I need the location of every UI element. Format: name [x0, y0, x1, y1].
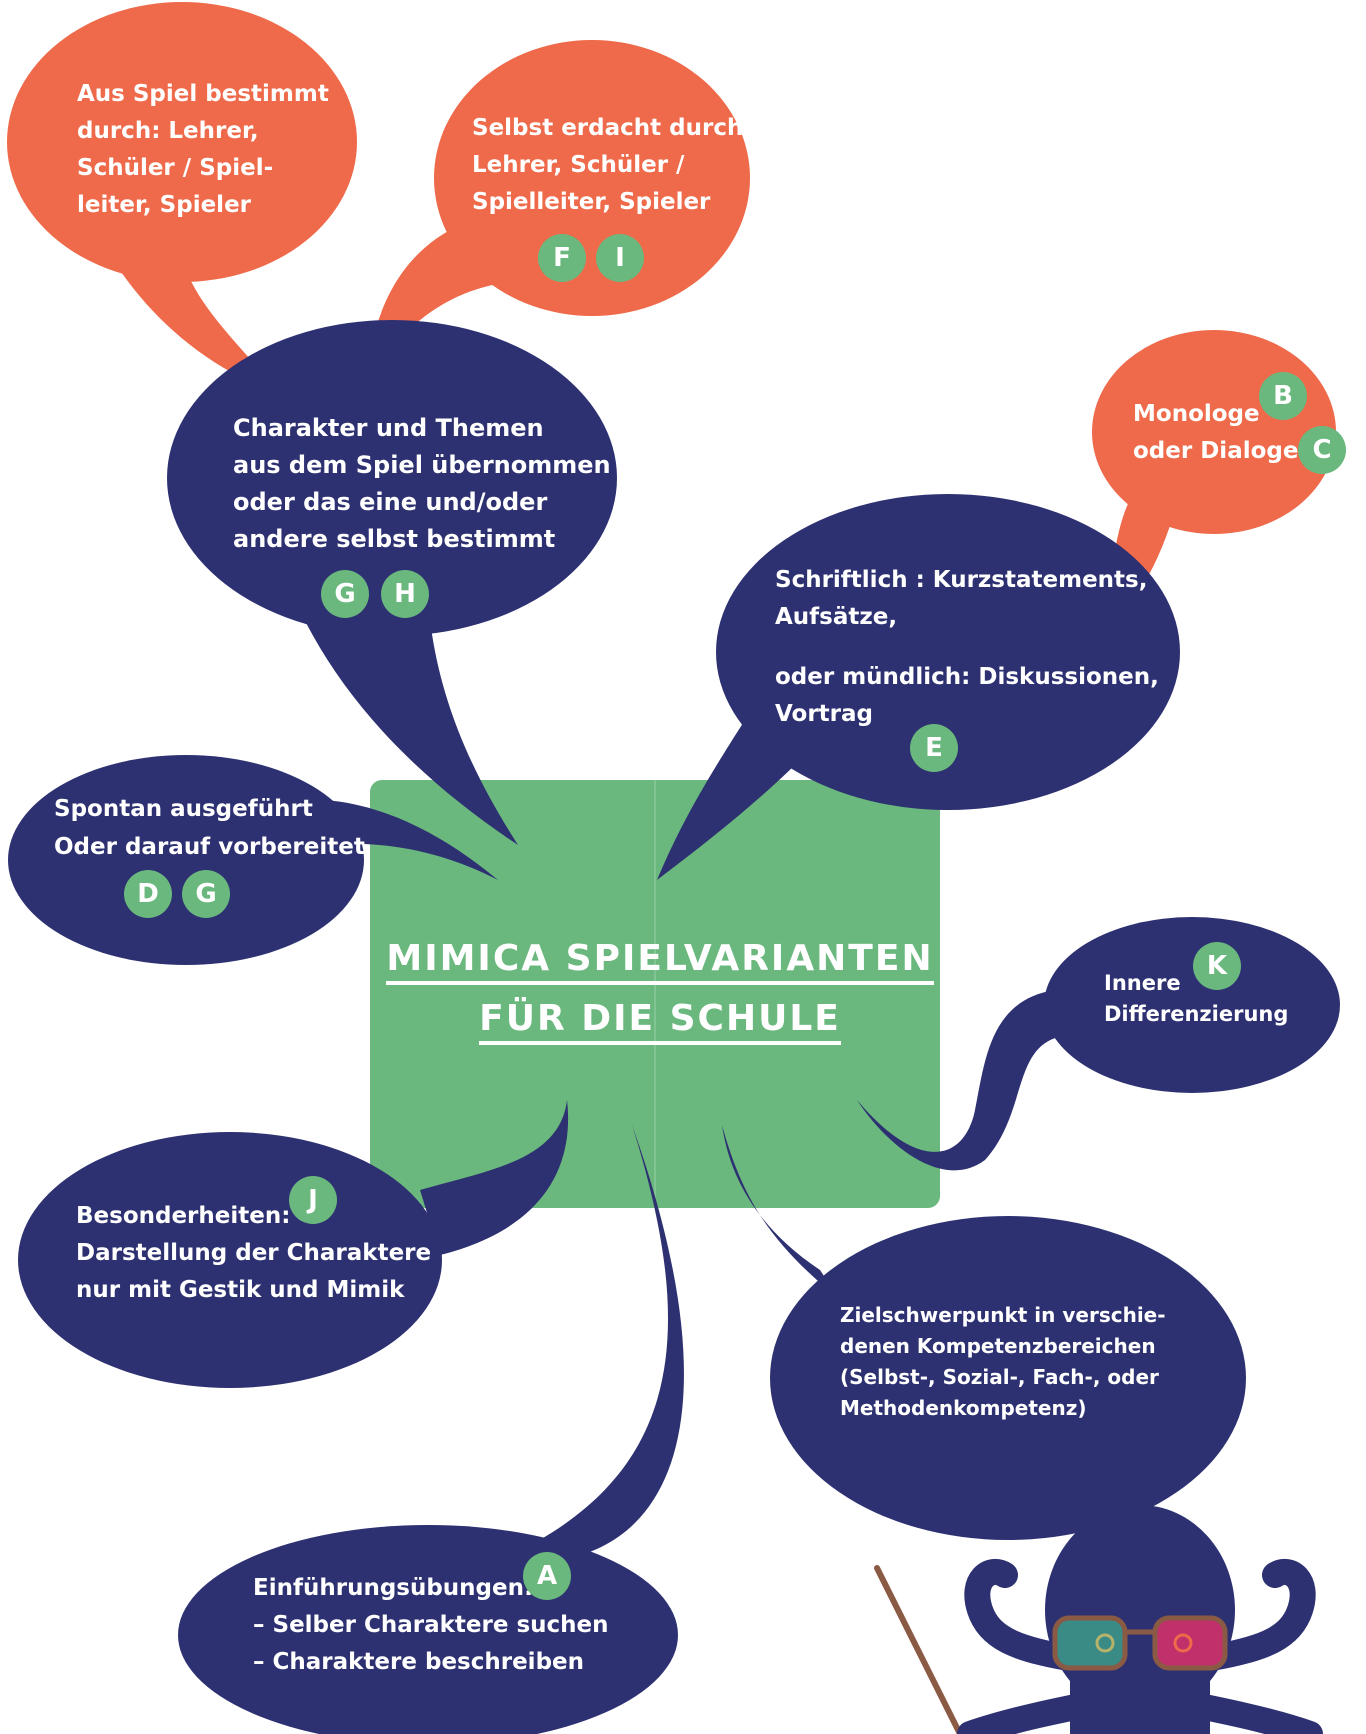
glasses: [1052, 1615, 1228, 1671]
center-title: MIMICA SPIELVARIANTEN: [370, 938, 950, 985]
text-line: Differenzierung: [1104, 1002, 1289, 1026]
bubble-innere: [857, 917, 1340, 1171]
text-line: nur mit Gestik und Mimik: [76, 1277, 405, 1303]
text-line: Aufsätze,: [775, 604, 898, 630]
center-title-line1: MIMICA SPIELVARIANTEN: [386, 938, 934, 985]
badge-h: H: [381, 570, 429, 618]
text-line: Lehrer, Schüler /: [472, 152, 685, 178]
badge-b: B: [1259, 372, 1307, 420]
bubble-spontan-text: Spontan ausgeführt Oder darauf vorbereit…: [54, 790, 365, 866]
bubble-monologe-text: Monologe oder Dialoge: [1133, 396, 1298, 470]
badge-g: G: [321, 570, 369, 618]
text-line: aus dem Spiel übernommen: [233, 451, 611, 479]
text-line: Schriftlich : Kurzstatements,: [775, 567, 1148, 593]
badge-k: K: [1193, 942, 1241, 990]
pointer-stick: [874, 1565, 963, 1734]
text-line: Spielleiter, Spieler: [472, 189, 711, 215]
text-line: Innere: [1104, 971, 1181, 995]
text-line: – Charaktere beschreiben: [253, 1649, 585, 1675]
badge-g2: G: [182, 870, 230, 918]
text-line: Aus Spiel bestimmt: [77, 81, 329, 107]
text-line: leiter, Spieler: [77, 192, 252, 218]
badge-j: J: [289, 1176, 337, 1224]
text-line: Oder darauf vorbereitet: [54, 834, 365, 860]
badge-c: C: [1298, 426, 1346, 474]
text-line: – Selber Charaktere suchen: [253, 1612, 609, 1638]
bubble-schriftlich-text: Schriftlich : Kurzstatements, Aufsätze, …: [775, 562, 1159, 733]
text-line: Charakter und Themen: [233, 414, 544, 442]
text-line: durch: Lehrer,: [77, 118, 259, 144]
badge-d: D: [124, 870, 172, 918]
text-line: Monologe: [1133, 401, 1260, 427]
text-line: Spontan ausgeführt: [54, 796, 313, 822]
text-line: Einführungsübungen:: [253, 1575, 534, 1601]
bubble-charakter-themen-text: Charakter und Themen aus dem Spiel übern…: [233, 410, 611, 558]
badge-a: A: [523, 1552, 571, 1600]
bubble-aus-spiel: [7, 2, 357, 395]
bubble-besonderheiten-text: Besonderheiten: Darstellung der Charakte…: [76, 1198, 431, 1309]
bubble-selbst-erdacht: [365, 40, 750, 392]
text-line: (Selbst-, Sozial-, Fach-, oder: [840, 1365, 1159, 1389]
bubble-einfuehrung-text: Einführungsübungen: – Selber Charaktere …: [253, 1570, 609, 1681]
center-title-line2: FÜR DIE SCHULE: [479, 998, 841, 1045]
bubble-selbst-erdacht-text: Selbst erdacht durch: Lehrer, Schüler / …: [472, 110, 753, 221]
text-line: Vortrag: [775, 701, 874, 727]
bubble-schriftlich: [657, 494, 1180, 880]
bubble-charakter-themen: [167, 320, 617, 845]
text-line: Besonderheiten:: [76, 1203, 291, 1229]
text-line: oder das eine und/oder: [233, 488, 548, 516]
text-line: denen Kompetenzbereichen: [840, 1334, 1156, 1358]
text-line: Schüler / Spiel-: [77, 155, 274, 181]
badge-i: I: [596, 234, 644, 282]
bubble-aus-spiel-text: Aus Spiel bestimmt durch: Lehrer, Schüle…: [77, 76, 329, 224]
badge-f: F: [538, 234, 586, 282]
text-line: andere selbst bestimmt: [233, 525, 556, 553]
bubble-spontan: [8, 755, 498, 965]
center-title-2: FÜR DIE SCHULE: [370, 998, 950, 1045]
text-line: oder Dialoge: [1133, 438, 1299, 464]
bubble-zielschwerpunkt-text: Zielschwerpunkt in verschie- denen Kompe…: [840, 1300, 1166, 1424]
text-line: Methodenkompetenz): [840, 1396, 1087, 1420]
bubble-innere-text: Innere Differenzierung: [1104, 968, 1288, 1030]
badge-e: E: [910, 724, 958, 772]
bubble-zielschwerpunkt: [722, 1125, 1246, 1540]
text-line: Selbst erdacht durch:: [472, 115, 753, 141]
octopus-mascot: [874, 1505, 1323, 1734]
text-line: Zielschwerpunkt in verschie-: [840, 1303, 1166, 1327]
text-line: oder mündlich: Diskussionen,: [775, 664, 1159, 690]
text-line: Darstellung der Charaktere: [76, 1240, 432, 1266]
